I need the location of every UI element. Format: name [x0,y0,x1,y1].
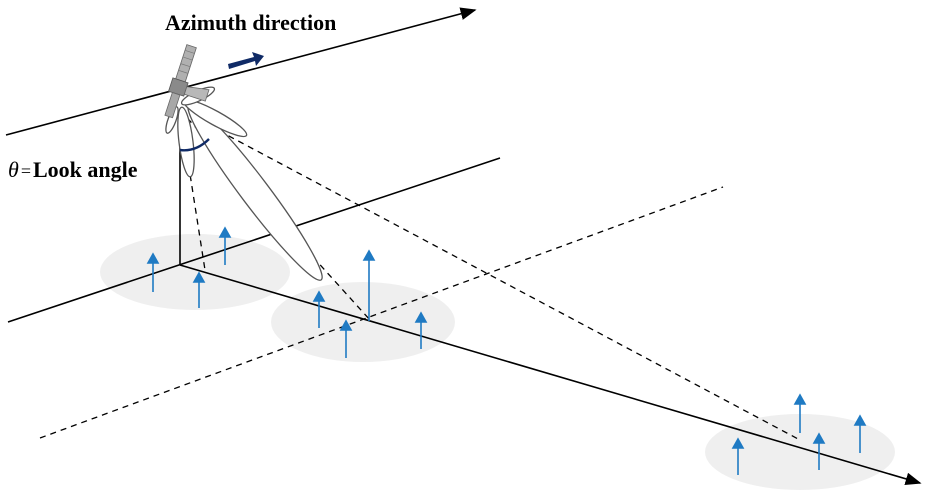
theta-symbol: θ [8,157,19,182]
side-lobe-small [165,106,179,134]
far-range-dashed-line [39,186,724,439]
range-line [179,264,922,486]
look-angle-arc [179,138,210,152]
look-line-far [179,109,801,441]
satellite-icon [164,44,210,119]
look-angle-label: θ=Look angle [8,157,138,183]
nadir-track-line [7,157,501,323]
up-arrow-icon [312,290,326,328]
azimuth-arrow-icon [228,52,264,69]
azimuth-direction-label: Azimuth direction [165,10,337,35]
up-arrow-icon [362,249,376,321]
up-arrow-icon [339,319,353,358]
equals-sign: = [20,161,31,181]
scatterer-arrows [146,226,867,475]
footprint-mid [271,282,455,362]
up-arrow-icon [146,252,160,292]
up-arrow-icon [812,432,826,470]
up-arrow-icon [731,437,745,475]
up-arrow-icon [192,271,206,308]
up-arrow-icon [218,226,232,265]
look-angle-text: Look angle [32,157,138,182]
side-lobe-near [177,106,195,178]
up-arrow-icon [414,311,428,349]
up-arrow-icon [793,393,807,433]
up-arrow-icon [853,414,867,453]
footprint-near [100,234,290,310]
flight-path-line [5,7,477,136]
